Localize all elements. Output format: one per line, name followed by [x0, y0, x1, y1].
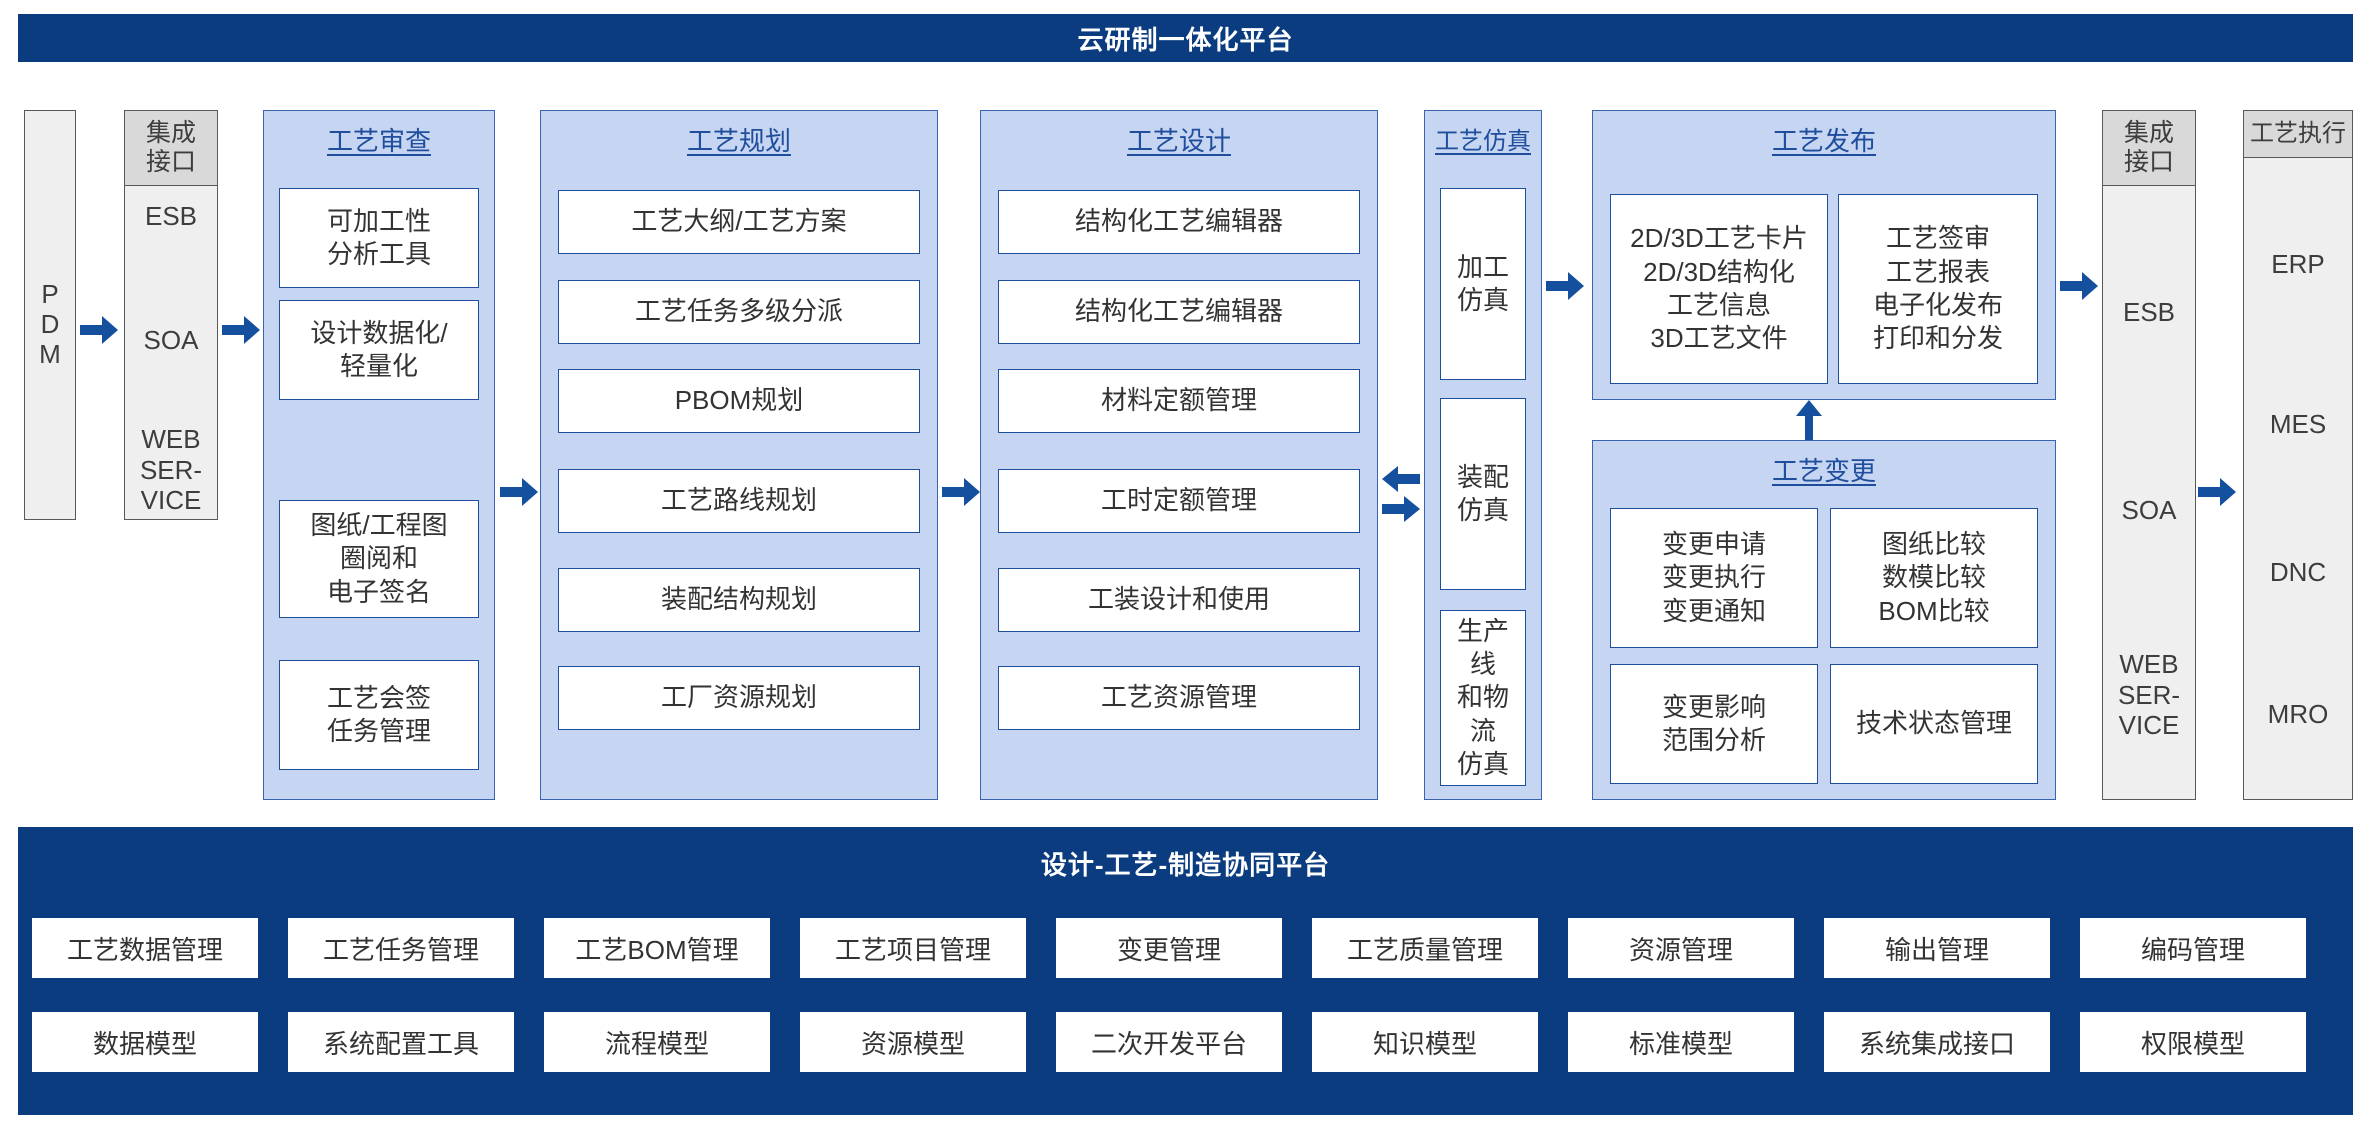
- arrow-esb-to-review: [222, 316, 260, 344]
- collaboration-platform-title: 设计-工艺-制造协同平台: [1040, 850, 1331, 880]
- cell-labor-hour-quota-management[interactable]: 工时定额管理: [998, 469, 1360, 533]
- right-integration-item-soa: SOA: [2102, 484, 2196, 536]
- right-integration-header-line2: 接口: [2123, 148, 2174, 176]
- process-execution-item-dnc: DNC: [2269, 556, 2327, 587]
- left-integration-header-line1: 集成: [145, 118, 196, 147]
- group-process-planning-title: 工艺规划: [686, 126, 791, 156]
- cell-drawing-markup-esign[interactable]: 图纸/工程图 圈阅和 电子签名: [279, 500, 479, 618]
- arrow-change-to-release: [1796, 400, 1822, 442]
- process-execution-header: 工艺执行: [2243, 110, 2353, 158]
- arrow-design-to-simulation: [1382, 496, 1420, 522]
- platform-title: 云研制一体化平台: [1077, 24, 1294, 55]
- right-webservice-line2: SER-: [2117, 679, 2181, 710]
- cell-process-outline-scheme[interactable]: 工艺大纲/工艺方案: [558, 190, 920, 254]
- arrow-integration-to-execution: [2198, 478, 2236, 506]
- cell-change-impact-scope-analysis[interactable]: 变更影响 范围分析: [1610, 664, 1818, 784]
- arrow-review-to-planning: [500, 478, 538, 506]
- right-soa-label: SOA: [2121, 494, 2177, 525]
- left-integration-item-webservice: WEB SER- VICE: [124, 420, 218, 520]
- tile-process-project-management[interactable]: 工艺项目管理: [800, 918, 1026, 978]
- tile-secondary-development-platform[interactable]: 二次开发平台: [1056, 1012, 1282, 1072]
- tile-resource-management[interactable]: 资源管理: [1568, 918, 1794, 978]
- cell-material-quota-management[interactable]: 材料定额管理: [998, 369, 1360, 433]
- left-integration-item-esb: ESB: [124, 190, 218, 242]
- right-integration-item-esb: ESB: [2102, 286, 2196, 338]
- tile-knowledge-model[interactable]: 知识模型: [1312, 1012, 1538, 1072]
- cell-process-cosign-task-management[interactable]: 工艺会签 任务管理: [279, 660, 479, 770]
- right-webservice-line3: VICE: [2118, 710, 2180, 741]
- process-execution-item-mes: MES: [2269, 408, 2327, 439]
- right-esb-label: ESB: [2122, 296, 2176, 327]
- pdm-letter-m: M: [39, 338, 61, 369]
- cell-process-signoff-report-publish-print[interactable]: 工艺签审 工艺报表 电子化发布 打印和分发: [1838, 194, 2038, 384]
- tile-output-management[interactable]: 输出管理: [1824, 918, 2050, 978]
- arrow-pdm-to-esb: [80, 316, 118, 344]
- left-integration-item-soa: SOA: [124, 314, 218, 366]
- right-integration-header-line1: 集成: [2123, 118, 2174, 147]
- tile-data-model[interactable]: 数据模型: [32, 1012, 258, 1072]
- group-process-change-title: 工艺变更: [1771, 456, 1876, 486]
- left-webservice-line2: SER-: [139, 454, 203, 485]
- tile-system-integration-interface[interactable]: 系统集成接口: [1824, 1012, 2050, 1072]
- left-webservice-line1: WEB: [141, 423, 201, 454]
- left-webservice-line3: VICE: [140, 485, 202, 516]
- arrow-simulation-to-release: [1546, 272, 1584, 300]
- pdm-letter-p: P: [41, 279, 59, 310]
- cell-change-request-execute-notify[interactable]: 变更申请 变更执行 变更通知: [1610, 508, 1818, 648]
- arrow-planning-to-design: [942, 478, 980, 506]
- left-soa-label: SOA: [143, 324, 199, 355]
- right-webservice-line1: WEB: [2119, 648, 2179, 679]
- arrow-simulation-to-design: [1382, 466, 1420, 492]
- tile-coding-management[interactable]: 编码管理: [2080, 918, 2306, 978]
- cell-production-line-logistics-simulation[interactable]: 生产线 和物流 仿真: [1440, 610, 1526, 786]
- cell-machining-simulation[interactable]: 加工 仿真: [1440, 188, 1526, 380]
- cell-assembly-simulation[interactable]: 装配 仿真: [1440, 398, 1526, 590]
- group-process-release-title: 工艺发布: [1771, 126, 1876, 156]
- cell-structured-process-editor-2[interactable]: 结构化工艺编辑器: [998, 280, 1360, 344]
- cell-2d3d-process-card-info-file[interactable]: 2D/3D工艺卡片 2D/3D结构化 工艺信息 3D工艺文件: [1610, 194, 1828, 384]
- process-execution-item-mro: MRO: [2267, 698, 2329, 729]
- tile-permission-model[interactable]: 权限模型: [2080, 1012, 2306, 1072]
- right-integration-header: 集成 接口: [2102, 110, 2196, 186]
- group-process-design-title: 工艺设计: [1126, 126, 1231, 156]
- tile-process-bom-management[interactable]: 工艺BOM管理: [544, 918, 770, 978]
- right-integration-item-webservice: WEB SER- VICE: [2102, 640, 2196, 750]
- group-process-review-title: 工艺审查: [326, 126, 431, 156]
- cell-design-digitization-lightweight[interactable]: 设计数据化/ 轻量化: [279, 300, 479, 400]
- left-integration-header: 集成 接口: [124, 110, 218, 186]
- tile-standard-model[interactable]: 标准模型: [1568, 1012, 1794, 1072]
- cell-structured-process-editor-1[interactable]: 结构化工艺编辑器: [998, 190, 1360, 254]
- left-esb-label: ESB: [144, 200, 198, 231]
- process-execution-item-erp: ERP: [2271, 248, 2325, 279]
- cell-assembly-structure-planning[interactable]: 装配结构规划: [558, 568, 920, 632]
- pdm-column: [24, 110, 76, 520]
- tile-process-task-management[interactable]: 工艺任务管理: [288, 918, 514, 978]
- cell-drawing-model-bom-comparison[interactable]: 图纸比较 数模比较 BOM比较: [1830, 508, 2038, 648]
- cell-process-resource-management[interactable]: 工艺资源管理: [998, 666, 1360, 730]
- left-integration-header-line2: 接口: [145, 148, 196, 176]
- cell-process-route-planning[interactable]: 工艺路线规划: [558, 469, 920, 533]
- arrow-release-to-integration: [2060, 272, 2098, 300]
- right-integration-column: [2102, 110, 2196, 800]
- tile-resource-model[interactable]: 资源模型: [800, 1012, 1026, 1072]
- group-process-simulation-title: 工艺仿真: [1435, 128, 1531, 155]
- cell-tooling-design-and-use[interactable]: 工装设计和使用: [998, 568, 1360, 632]
- tile-process-data-management[interactable]: 工艺数据管理: [32, 918, 258, 978]
- process-execution-header-label: 工艺执行: [2250, 119, 2346, 147]
- cell-factory-resource-planning[interactable]: 工厂资源规划: [558, 666, 920, 730]
- tile-system-config-tool[interactable]: 系统配置工具: [288, 1012, 514, 1072]
- cell-multilevel-task-assignment[interactable]: 工艺任务多级分派: [558, 280, 920, 344]
- pdm-label: P D M: [24, 270, 76, 380]
- pdm-letter-d: D: [40, 309, 60, 340]
- cell-technical-state-management[interactable]: 技术状态管理: [1830, 664, 2038, 784]
- cell-pbom-planning[interactable]: PBOM规划: [558, 369, 920, 433]
- tile-change-management[interactable]: 变更管理: [1056, 918, 1282, 978]
- platform-title-banner: 云研制一体化平台: [18, 14, 2353, 62]
- tile-process-model[interactable]: 流程模型: [544, 1012, 770, 1072]
- cell-machinability-analysis-tool[interactable]: 可加工性 分析工具: [279, 188, 479, 288]
- tile-process-quality-management[interactable]: 工艺质量管理: [1312, 918, 1538, 978]
